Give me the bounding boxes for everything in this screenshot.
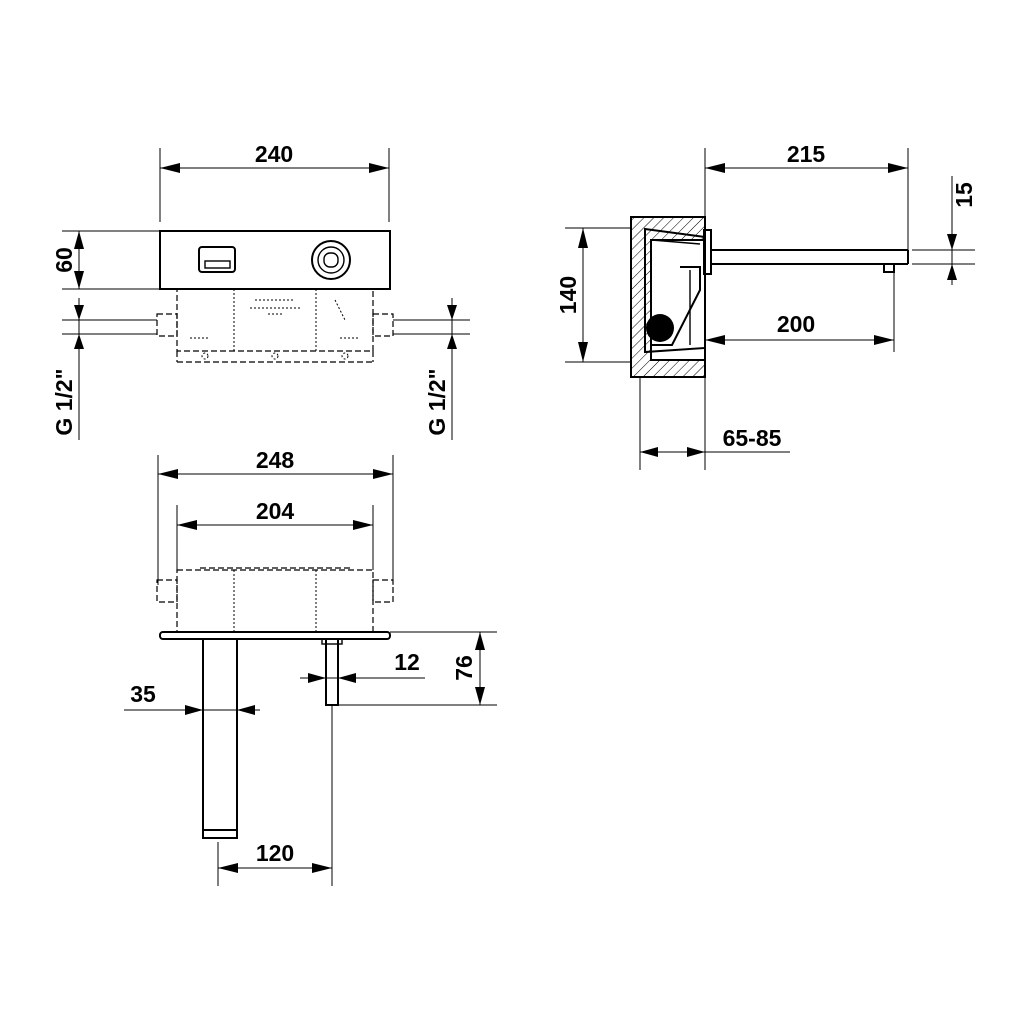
front-cover-plate bbox=[159, 631, 391, 640]
top-view: 240 bbox=[51, 141, 470, 440]
dimension-248: 248 bbox=[256, 447, 295, 473]
dimension-35: 35 bbox=[130, 681, 156, 707]
spout-outlet bbox=[198, 246, 236, 273]
dimension-215: 215 bbox=[787, 141, 826, 167]
front-knob bbox=[325, 638, 339, 706]
front-concealed-box bbox=[156, 567, 394, 633]
dimension-60: 60 bbox=[51, 247, 77, 273]
pipe-thread-right: G 1/2" bbox=[424, 368, 450, 435]
side-spout bbox=[711, 249, 909, 273]
dimension-140: 140 bbox=[555, 276, 581, 314]
concealed-box bbox=[156, 288, 394, 363]
front-view: 248 204 76 bbox=[124, 447, 497, 886]
front-spout bbox=[202, 638, 238, 839]
side-view: 215 15 140 200 65-85 bbox=[555, 141, 977, 470]
dimension-65-85: 65-85 bbox=[723, 425, 782, 451]
dimension-15: 15 bbox=[951, 182, 977, 208]
pipe-thread-left: G 1/2" bbox=[51, 368, 77, 435]
dimension-240: 240 bbox=[255, 141, 293, 167]
dimension-200: 200 bbox=[777, 311, 815, 337]
dimension-12: 12 bbox=[394, 649, 420, 675]
cover-plate bbox=[159, 230, 391, 290]
dimension-204: 204 bbox=[256, 498, 295, 524]
dimension-76: 76 bbox=[451, 655, 477, 681]
dimension-120: 120 bbox=[256, 840, 294, 866]
control-knob bbox=[311, 240, 351, 280]
valve-body bbox=[644, 227, 706, 354]
